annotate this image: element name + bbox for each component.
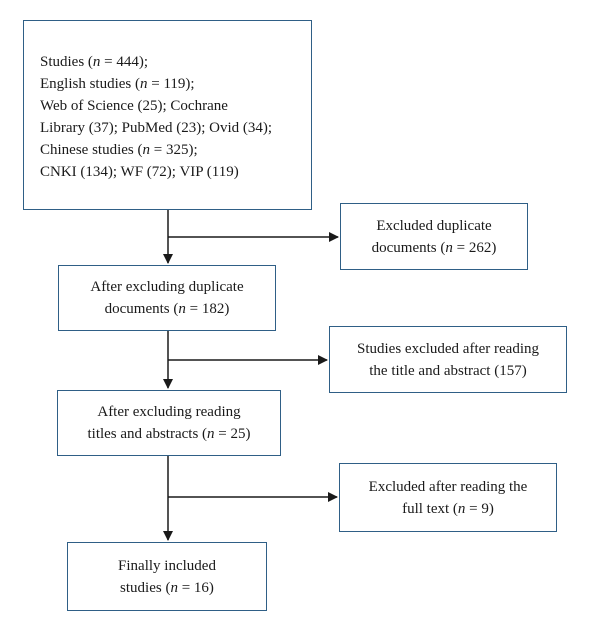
sources-line-3: Web of Science (25); Cochrane [40,98,228,114]
excluded-title-abstract-line-2: the title and abstract (157) [369,362,527,379]
excluded-full-text-line-2: full text (n = 9) [402,500,494,517]
excluded-duplicates-line-2: documents (n = 262) [371,239,497,256]
after-title-abstract-box: After excluding reading titles and abstr… [57,390,281,456]
sources-line-5: Chinese studies (n = 325); [40,142,198,158]
sources-line-1: Studies (n = 444); [40,54,149,70]
sources-box: Studies (n = 444); English studies (n = … [23,20,312,210]
final-included-line-1: Finally included [118,557,216,574]
after-title-abstract-line-1: After excluding reading [97,404,241,420]
excluded-full-text-line-1: Excluded after reading the [368,478,528,495]
after-duplicates-line-1: After excluding duplicate [90,279,244,295]
sources-line-6: CNKI (134); WF (72); VIP (119) [40,164,239,180]
sources-line-2: English studies (n = 119); [40,76,195,92]
excluded-duplicates-box: Excluded duplicate documents (n = 262) [340,203,528,270]
final-included-line-2: studies (n = 16) [120,579,214,596]
final-included-box: Finally included studies (n = 16) [67,542,267,611]
excluded-title-abstract-box: Studies excluded after reading the title… [329,326,567,393]
excluded-duplicates-line-1: Excluded duplicate [376,217,492,234]
excluded-full-text-box: Excluded after reading the full text (n … [339,463,557,532]
after-duplicates-box: After excluding duplicate documents (n =… [58,265,276,331]
after-duplicates-line-2: documents (n = 182) [104,301,230,317]
sources-line-4: Library (37); PubMed (23); Ovid (34); [40,120,273,136]
excluded-title-abstract-line-1: Studies excluded after reading [356,340,539,357]
after-title-abstract-line-2: titles and abstracts (n = 25) [87,426,251,442]
